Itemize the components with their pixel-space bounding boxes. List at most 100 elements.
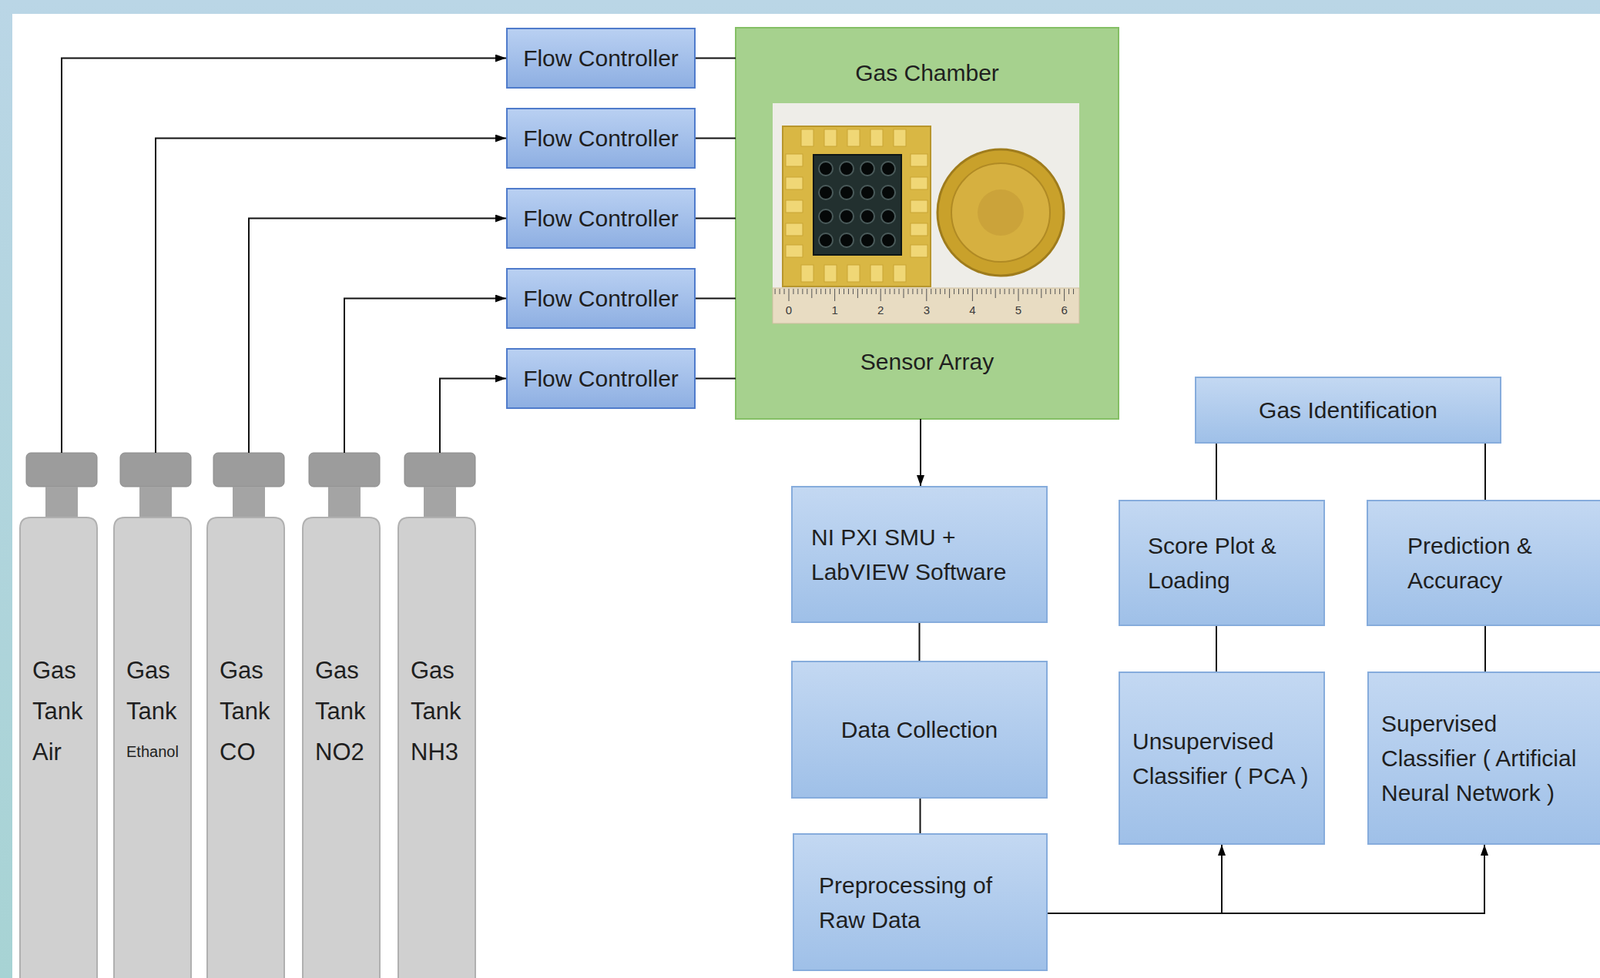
tank-label: NH3 [410,731,473,773]
process-label: Score Plot & Loading [1147,528,1318,598]
tank-label: CO [219,731,282,773]
ruler-tick [774,288,776,295]
tank-cap [120,452,192,487]
process-label: Data Collection [841,712,998,748]
ruler-tick [885,288,886,295]
ruler-tick [797,288,799,295]
ruler-tick [912,288,913,295]
process-label: Gas Identification [1258,392,1438,428]
gas-tank: Gas TankNO2 [302,452,380,978]
ruler-tick [801,288,803,295]
flow-controller-box: Flow Controller [506,187,696,249]
text-group: NI PXI SMU + LabVIEW Software [811,519,1039,590]
process-box: Unsupervised Classifier ( PCA ) [1118,671,1325,846]
tank-label: Air [32,731,94,773]
process-label: Preprocessing of Raw Data [818,868,1039,938]
process-box: NI PXI SMU + LabVIEW Software [791,486,1048,624]
ruler-tick [848,288,849,295]
coin-center [977,189,1024,236]
tank-body [20,517,98,978]
tank-label: Ethanol [126,731,188,773]
connector [695,378,736,380]
text-group: Flow Controller [523,124,679,154]
ruler-tick [986,288,987,295]
text-group: Flow Controller [523,364,679,394]
connector [248,218,507,454]
ruler-tick [921,288,923,295]
ruler-tick [972,288,973,302]
ruler-tick [857,288,859,299]
ruler-number: 4 [969,303,976,317]
ruler-tick [825,288,826,295]
ruler-tick [875,288,877,295]
ruler-tick [907,288,909,295]
connector [1484,443,1486,500]
ruler-tick [944,288,946,295]
process-label: NI PXI SMU + LabVIEW Software [811,519,1039,590]
ruler-tick [1004,288,1006,295]
connector [344,298,507,454]
process-label: Prediction & Accuracy [1407,528,1570,598]
tank-neck [328,486,361,520]
ruler-tick [838,288,840,295]
connector [1215,626,1218,672]
connector [919,798,922,834]
text-group: Unsupervised Classifier ( PCA ) [1132,724,1321,794]
chamber-label: Sensor Array [860,344,994,380]
tank-neck [45,486,78,520]
tank-cap [213,452,285,487]
tank-neck [232,486,265,520]
connector [61,58,507,454]
tank-body [207,517,285,978]
ruler-tick [935,288,936,295]
connector [919,419,922,487]
gas-tank-shapes [20,452,476,978]
ruler-tick [820,288,822,295]
pcb-pads [785,129,928,282]
connector [439,379,507,454]
tank-label: Gas Tank [219,650,282,732]
ruler-number: 0 [785,303,792,317]
tank-cap [26,452,98,487]
text-group: Flow Controller [523,204,679,234]
connector [695,298,736,300]
flow-controller-label: Flow Controller [523,124,679,154]
ruler-ticks [774,288,1074,302]
ruler-number: 5 [1015,303,1022,317]
text-group: Gas ChamberSensor Array [735,27,1119,420]
ruler-number: 1 [831,303,838,317]
connector [695,137,736,140]
ruler-tick [903,288,905,299]
ruler-tick [1045,288,1047,295]
connector [695,57,736,60]
ruler-tick [999,288,1001,295]
ruler-tick [1009,288,1010,295]
process-label: Unsupervised Classifier ( PCA ) [1132,724,1321,794]
flow-controller-box: Flow Controller [506,107,696,169]
tank-label: Gas Tank [315,650,377,732]
process-box: Data Collection [791,660,1048,799]
flow-controller-label: Flow Controller [523,364,679,394]
ruler-tick [1063,288,1065,302]
ruler-tick [871,288,873,295]
ruler-tick [958,288,960,295]
ruler-tick [953,288,955,295]
gas-tank: Gas TankAir [20,452,98,978]
ruler-tick [1026,288,1028,295]
flow-controller-label: Flow Controller [523,284,679,314]
text-group: Gas TankNO2 [315,650,377,773]
tank-label: NO2 [315,731,377,773]
process-box: Supervised Classifier ( Artificial Neura… [1367,671,1600,846]
ruler-tick [898,288,900,295]
ruler-tick [829,288,831,295]
ruler-tick [784,288,785,295]
ruler-tick [792,288,794,295]
ruler-tick [815,288,817,295]
ruler-tick [894,288,896,295]
tank-body [398,517,476,978]
process-box: Prediction & Accuracy [1366,499,1600,627]
ruler-tick [806,288,808,295]
ruler-tick [1013,288,1015,295]
ruler-tick [1049,288,1051,295]
